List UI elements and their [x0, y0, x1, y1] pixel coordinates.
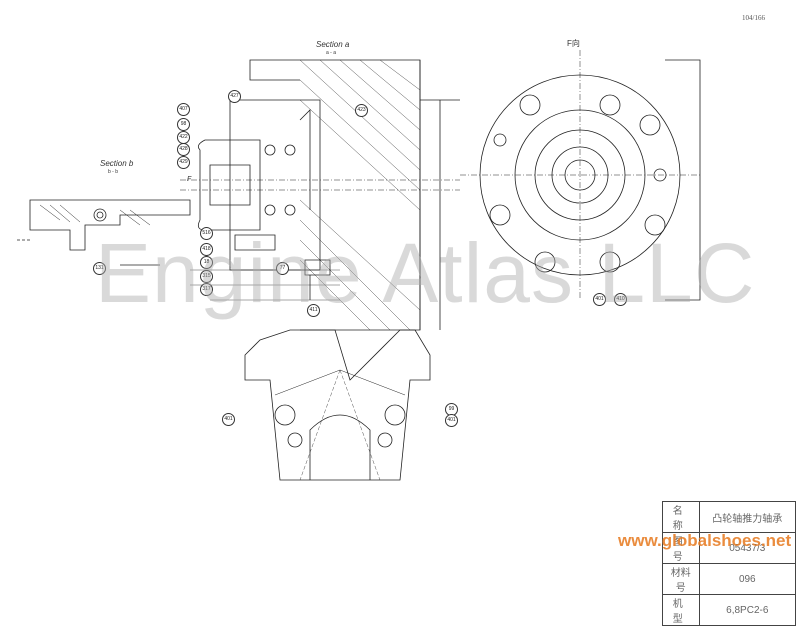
part-balloon: 423 [355, 104, 368, 117]
view-f-title: F向 [567, 39, 580, 48]
section-b-title: Section b [100, 159, 134, 168]
part-balloon: 428 [177, 143, 190, 156]
title-block-value: 096 [698, 563, 796, 595]
site-watermark: www.globalshoes.net [618, 531, 792, 550]
part-balloon: 18 [200, 256, 213, 269]
part-balloon: 401 [222, 413, 235, 426]
view-f-bolts [489, 94, 667, 273]
part-balloon: 131 [93, 262, 106, 275]
title-block-value: 05437/3 [698, 532, 796, 564]
part-balloon: 77 [276, 262, 289, 275]
section-b-housing [29, 199, 191, 251]
part-balloon: 427 [228, 90, 241, 103]
title-block-row: 名 称凸轮轴推力轴承 [662, 501, 796, 533]
part-balloon: 429 [177, 156, 190, 169]
page-number: 104/166 [742, 14, 765, 22]
part-balloon: 315 [200, 270, 213, 283]
section-b-subtitle: b - b [108, 169, 119, 175]
part-balloon: 407 [177, 103, 190, 116]
part-balloon: 411 [307, 304, 320, 317]
bottom-view-body [244, 329, 431, 481]
thrust-cover [197, 139, 261, 231]
part-balloon: 98 [177, 118, 190, 131]
part-balloon: 410 [614, 293, 627, 306]
arrow-f-label: F [187, 176, 192, 183]
title-block-value: 凸轮轴推力轴承 [698, 501, 796, 533]
part-balloon: 516 [200, 227, 213, 240]
title-block-key: 材料号 [662, 563, 700, 595]
part-balloon: 401 [445, 414, 458, 427]
engineering-drawing [15, 50, 701, 481]
part-balloon: 401 [593, 293, 606, 306]
part-balloon: 418 [200, 243, 213, 256]
part-balloon: 422 [177, 131, 190, 144]
watermark: Engine Atlas LLC [95, 226, 756, 320]
section-a-title: Section a [316, 40, 350, 49]
section-a-subtitle: a - a [326, 50, 337, 56]
title-block-key: 名 称 [662, 501, 700, 533]
title-block-key: 机 型 [662, 594, 700, 626]
part-balloon: 317 [200, 283, 213, 296]
title-block-value: 6,8PC2-6 [698, 594, 796, 626]
